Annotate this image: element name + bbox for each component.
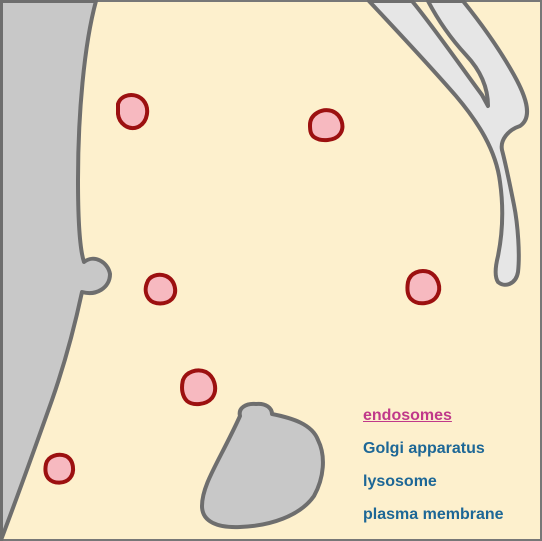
endosome[interactable] bbox=[405, 269, 442, 306]
endosomes-group bbox=[43, 93, 442, 485]
endosome[interactable] bbox=[307, 108, 345, 143]
legend: endosomes Golgi apparatus lysosome plasm… bbox=[363, 405, 504, 537]
legend-item-golgi-apparatus[interactable]: Golgi apparatus bbox=[363, 440, 485, 457]
legend-item-endosomes[interactable]: endosomes bbox=[363, 407, 452, 424]
endosome[interactable] bbox=[116, 93, 150, 130]
legend-item-lysosome[interactable]: lysosome bbox=[363, 473, 437, 490]
legend-item-plasma-membrane[interactable]: plasma membrane bbox=[363, 506, 504, 523]
endosome[interactable] bbox=[180, 368, 218, 407]
plasma-membrane-region[interactable] bbox=[0, 0, 112, 541]
endosome[interactable] bbox=[43, 452, 76, 485]
lysosome[interactable] bbox=[200, 401, 325, 530]
golgi-apparatus[interactable] bbox=[367, 0, 530, 287]
endosome[interactable] bbox=[143, 272, 178, 306]
